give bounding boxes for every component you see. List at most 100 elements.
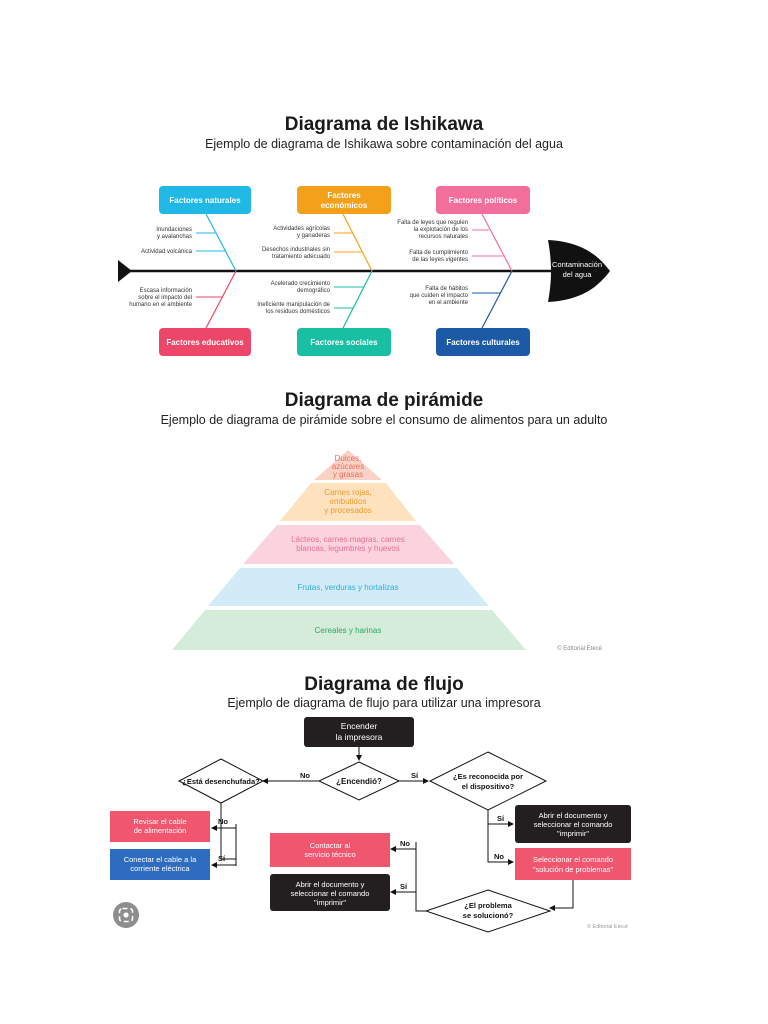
q-reconocida-text: el dispositivo?	[462, 782, 515, 791]
level-dulces	[314, 450, 382, 480]
level-text: y procesados	[324, 506, 372, 515]
box-abrir-2	[270, 874, 390, 911]
box-seleccionar	[515, 848, 631, 880]
ishikawa-head-text-1: Contaminación	[552, 260, 602, 269]
label-factores-politicos: Factores políticos	[449, 196, 518, 205]
q-problema-text: ¿El problema	[464, 901, 512, 910]
cause-text: de las leyes vigentes	[412, 257, 468, 263]
bone-culturales	[481, 270, 513, 329]
lens-search-icon	[118, 907, 134, 923]
q-reconocida	[428, 751, 548, 811]
label-no: No	[300, 771, 310, 780]
level-text: Cereales y harinas	[315, 626, 382, 635]
ishikawa-head-text-2: del agua	[563, 270, 593, 279]
start-line: Encender	[341, 721, 378, 731]
level-cereales	[172, 610, 526, 650]
box-factores-economicos	[297, 186, 391, 214]
box-abrir-1-text: Abrir el documento y	[539, 811, 608, 820]
piramide-title: Diagrama de pirámide	[284, 390, 484, 411]
start-line: la impresora	[336, 732, 383, 742]
ishikawa-head	[548, 240, 610, 302]
box-conectar-text: corriente eléctrica	[130, 864, 190, 873]
level-text: Lácteos, carnes magras, carnes	[291, 535, 405, 544]
label-factores-naturales: Factores naturales	[169, 196, 241, 205]
box-factores-naturales	[159, 186, 251, 214]
cause-text: Inundaciones	[156, 227, 192, 233]
bone-politicos	[481, 213, 513, 272]
cause-text: Falta de cumplimiento	[409, 250, 468, 256]
q-problema	[424, 889, 552, 933]
box-seleccionar-text: "solución de problemas"	[533, 865, 614, 874]
bone-naturales	[205, 213, 237, 272]
box-contactar-text: Contactar al	[310, 841, 351, 850]
bone-educativos	[205, 270, 237, 329]
label-factores-educativos: Factores educativos	[166, 338, 244, 347]
cause-text: en el ambiente	[429, 300, 469, 306]
cause-text: y avalanchas	[157, 234, 192, 240]
box-factores-sociales	[297, 328, 391, 356]
box-conectar	[110, 849, 210, 880]
level-frutas	[208, 568, 489, 606]
cause-text: Desechos industriales sin	[262, 247, 330, 253]
q-encendio	[317, 761, 401, 801]
label-si: Sí	[400, 882, 408, 891]
cause-text: Falta de leyes que regulen	[397, 220, 468, 226]
q-encendio-text: ¿Encendió?	[336, 777, 382, 786]
box-conectar-text: Conectar el cable a la	[124, 855, 197, 864]
flujo-title: Diagrama de flujo	[304, 674, 464, 695]
flujo-subtitle: Ejemplo de diagrama de flujo para utiliz…	[227, 696, 541, 710]
level-text: blancas, legumbres y huevos	[296, 544, 400, 553]
label-no: No	[494, 852, 504, 861]
flujo-start	[304, 717, 414, 747]
flujo-diagram: Encender la impresora ¿Encendió? No ¿Est…	[110, 717, 631, 933]
box-abrir-2-text: seleccionar el comando	[291, 889, 370, 898]
level-lacteos	[243, 525, 454, 564]
level-text: y grasas	[333, 470, 363, 479]
label-si: Sí	[497, 814, 505, 823]
box-abrir-2-text: "imprimir"	[314, 898, 346, 907]
cause-text: los residuos domésticos	[266, 309, 330, 315]
cause-text: demográfico	[297, 288, 331, 294]
box-factores-educativos	[159, 328, 251, 356]
cause-text: Falta de hábitos	[425, 286, 468, 292]
ishikawa-diagram: Contaminación del agua Factores naturale…	[118, 186, 610, 356]
level-text: Frutas, verduras y hortalizas	[298, 583, 399, 592]
box-factores-culturales	[436, 328, 530, 356]
bone-sociales	[342, 270, 373, 329]
cause-text: que cuiden el impacto	[410, 293, 469, 299]
level-text: Dulces,	[335, 454, 362, 463]
box-abrir-1-text: seleccionar el comando	[534, 820, 613, 829]
level-text: embutidos	[330, 497, 367, 506]
cause-text: y ganaderas	[297, 233, 330, 239]
ishikawa-subtitle: Ejemplo de diagrama de Ishikawa sobre co…	[205, 137, 563, 151]
q-desenchufada-text: ¿Está desenchufada?	[182, 777, 260, 786]
cause-text: Escasa información	[140, 288, 192, 294]
level-text: azúcares	[332, 462, 364, 471]
piramide-subtitle: Ejemplo de diagrama de pirámide sobre el…	[160, 413, 608, 427]
cause-text: Acelerado crecimiento	[271, 281, 331, 287]
label-si: Sí	[218, 854, 226, 863]
q-reconocida-text: ¿Es reconocida por	[453, 772, 523, 781]
box-revisar-text: Revisar el cable	[133, 817, 186, 826]
box-abrir-1-text: "imprimir"	[557, 829, 589, 838]
cause-text: Actividades agrícolas	[273, 226, 330, 232]
label-factores-culturales: Factores culturales	[446, 338, 520, 347]
label-no: No	[218, 817, 228, 826]
box-revisar-text: de alimentación	[134, 826, 187, 835]
label-no: No	[400, 839, 410, 848]
bone-economicos	[342, 213, 373, 272]
cause-text: tratamiento adecuado	[272, 254, 331, 260]
box-contactar	[270, 833, 390, 867]
level-carnes-rojas	[280, 483, 416, 521]
box-seleccionar-text: Seleccionar el comando	[533, 855, 613, 864]
cause-text: sobre el impacto del	[138, 295, 192, 301]
q-problema-text: se solucionó?	[463, 911, 514, 920]
ishikawa-title: Diagrama de Ishikawa	[284, 114, 484, 135]
cause-text: Ineficiente manipulación de	[257, 302, 330, 308]
level-text: Carnes rojas,	[324, 488, 372, 497]
label-factores-sociales: Factores sociales	[310, 338, 378, 347]
flujo-credit: © Editorial Etecé	[587, 923, 628, 930]
lens-search-button[interactable]	[113, 902, 139, 928]
label-si: Sí	[411, 771, 419, 780]
box-factores-politicos	[436, 186, 530, 214]
